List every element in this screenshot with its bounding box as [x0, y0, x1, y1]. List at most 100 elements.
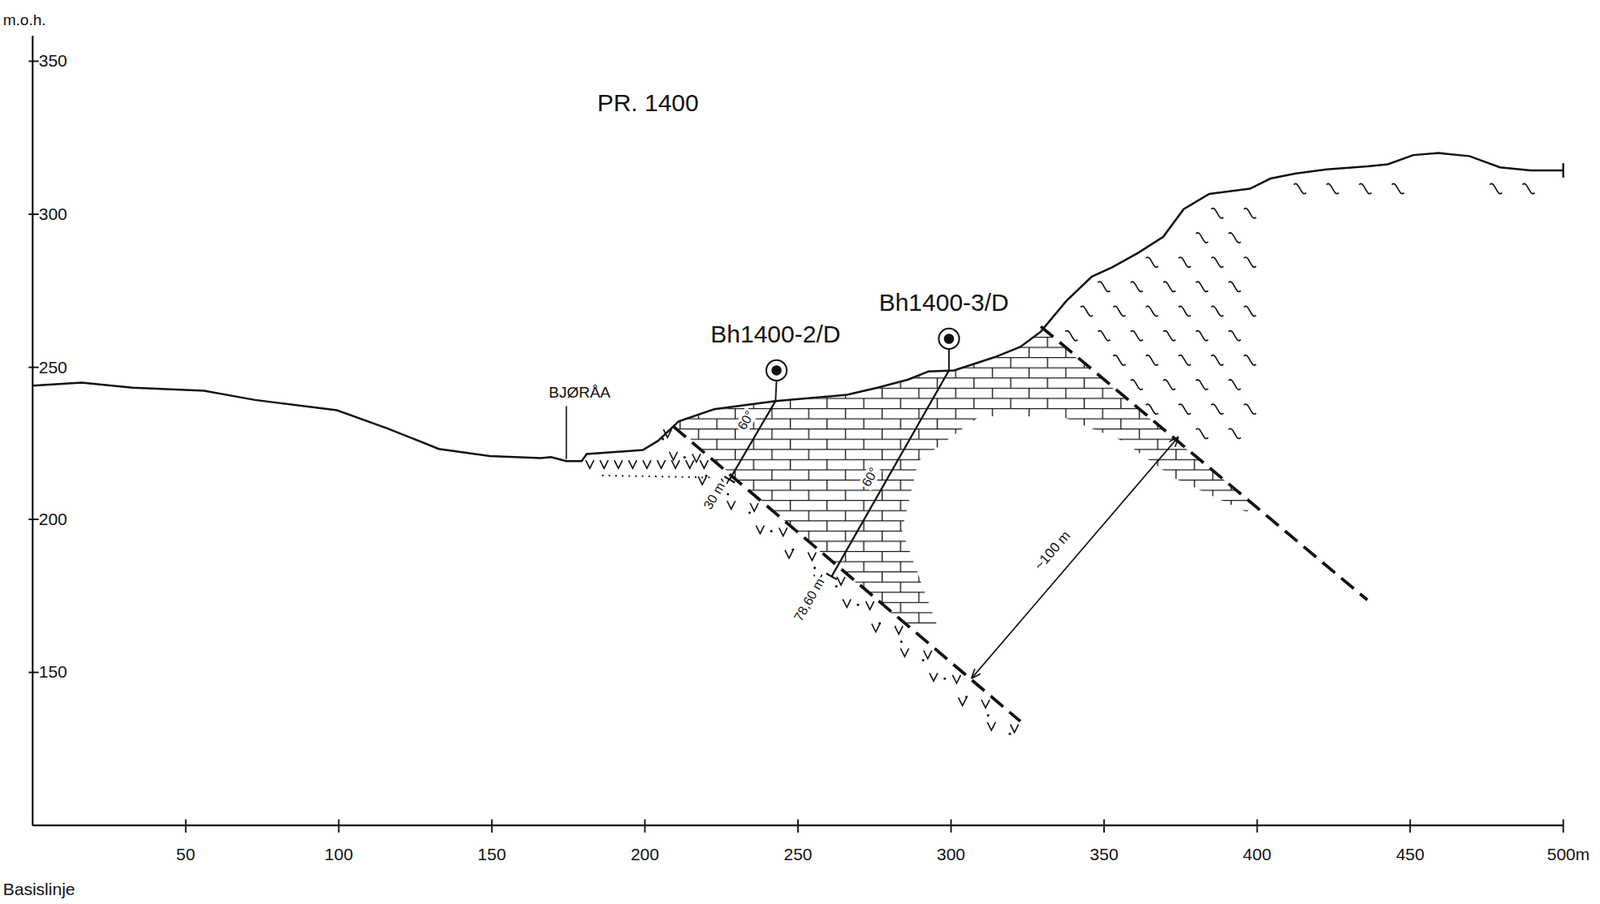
schist-mark — [1163, 379, 1176, 390]
schist-mark — [1522, 183, 1535, 194]
schist-mark — [1228, 379, 1241, 390]
schist-mark — [1243, 257, 1256, 268]
axis-label: 50 — [176, 845, 195, 865]
axis-line — [32, 35, 1564, 826]
schist-mark — [1228, 281, 1241, 292]
volcanic-mark — [750, 503, 759, 512]
schist-mark — [1130, 281, 1143, 292]
schist-mark — [1326, 183, 1339, 194]
volcanic-dot — [856, 603, 859, 607]
profile-title: PR. 1400 — [597, 88, 699, 116]
schist-mark — [1195, 428, 1208, 439]
volcanic-dot — [900, 640, 903, 643]
schist-mark — [1228, 331, 1241, 341]
volcanic-dot — [1008, 733, 1011, 736]
volcanic-mark — [894, 625, 903, 634]
schist-mark — [1178, 257, 1191, 268]
axis-label: 150 — [38, 663, 68, 682]
volcanic-dot — [683, 456, 686, 459]
limestone-area — [673, 328, 1254, 626]
volcanic-dots — [661, 437, 1011, 735]
volcanic-mark — [671, 460, 680, 469]
schist-mark — [1211, 257, 1224, 268]
volcanic-marks — [586, 429, 1019, 733]
borehole-symbol — [938, 328, 959, 350]
volcanic-mark — [900, 648, 909, 657]
borehole-stem — [775, 380, 777, 402]
axis-tick — [28, 366, 39, 369]
river-label: BJØRÅA — [548, 383, 611, 402]
dimension-arrow — [971, 436, 1179, 679]
axis-label: 250 — [38, 357, 68, 377]
axis-tick — [28, 518, 39, 521]
schist-mark — [1146, 257, 1159, 268]
schist-mark — [1392, 183, 1405, 194]
volcanic-dot — [726, 493, 729, 496]
dimension-label: ~100 m — [1030, 527, 1075, 575]
volcanic-mark — [958, 698, 967, 707]
schist-mark — [1195, 232, 1208, 243]
volcanic-dot — [791, 548, 794, 552]
fault-line — [673, 426, 1021, 722]
schist-mark — [1243, 208, 1256, 219]
borehole-symbol — [766, 360, 787, 381]
borehole-trace — [729, 401, 777, 480]
axis-tick — [1562, 819, 1565, 833]
volcanic-mark — [784, 550, 794, 559]
borehole-dot — [944, 333, 955, 345]
schist-mark — [1130, 379, 1143, 390]
schist-mark — [1065, 331, 1078, 341]
volcanic-dot — [943, 677, 946, 681]
axis-label: 200 — [630, 845, 660, 865]
schist-mark — [1112, 306, 1126, 316]
volcanic-mark — [871, 624, 880, 633]
schist-mark — [1293, 183, 1307, 194]
borehole-label: Bh1400-3/D — [879, 288, 1010, 316]
dimension-label: 30 m — [699, 478, 729, 514]
schist-mark — [1243, 306, 1256, 316]
volcanic-mark — [685, 460, 695, 469]
schist-mark — [1098, 281, 1111, 292]
borehole — [724, 360, 787, 484]
schist-mark — [1243, 355, 1256, 366]
borehole-stem — [948, 349, 950, 371]
volcanic-mark — [628, 460, 637, 469]
axis-tick — [1256, 819, 1259, 833]
schist-mark — [1211, 404, 1224, 415]
volcanic-mark — [663, 429, 672, 438]
profile-end-tick — [1561, 163, 1565, 178]
volcanic-dot — [770, 530, 773, 533]
volcanic-mark — [836, 577, 846, 586]
volcanic-mark — [842, 599, 851, 608]
volcanic-mark — [668, 452, 678, 461]
axis-label: 350 — [1090, 845, 1119, 865]
schist-mark — [1080, 306, 1093, 316]
schist-mark — [1358, 183, 1372, 194]
axis-label: 400 — [1242, 845, 1272, 865]
volcanic-mark — [866, 601, 875, 610]
volcanic-mark — [779, 527, 788, 536]
volcanic-mark — [929, 672, 938, 682]
volcanic-mark — [755, 526, 764, 535]
volcanic-dot — [835, 585, 838, 588]
volcanic-mark — [1010, 724, 1019, 734]
volcanic-dot — [987, 714, 990, 717]
y-ticks — [28, 60, 39, 673]
angle-label: 60° — [733, 406, 758, 434]
axis-title: m.o.h. — [3, 12, 47, 30]
borehole-trace — [831, 370, 949, 577]
axis-label: 150 — [477, 845, 506, 865]
schist-mark — [1489, 183, 1502, 194]
volcanic-mark — [586, 460, 595, 469]
schist-mark — [1178, 355, 1191, 366]
axis-tick — [797, 819, 799, 833]
volcanic-dot — [705, 474, 708, 478]
terrain-profile — [32, 153, 1564, 462]
axis-label: 350 — [38, 51, 68, 71]
axis-label: 300 — [936, 845, 966, 865]
volcanic-dot — [748, 511, 751, 514]
schist-mark — [1163, 281, 1176, 292]
borehole — [826, 328, 960, 580]
leader-line — [565, 405, 568, 459]
